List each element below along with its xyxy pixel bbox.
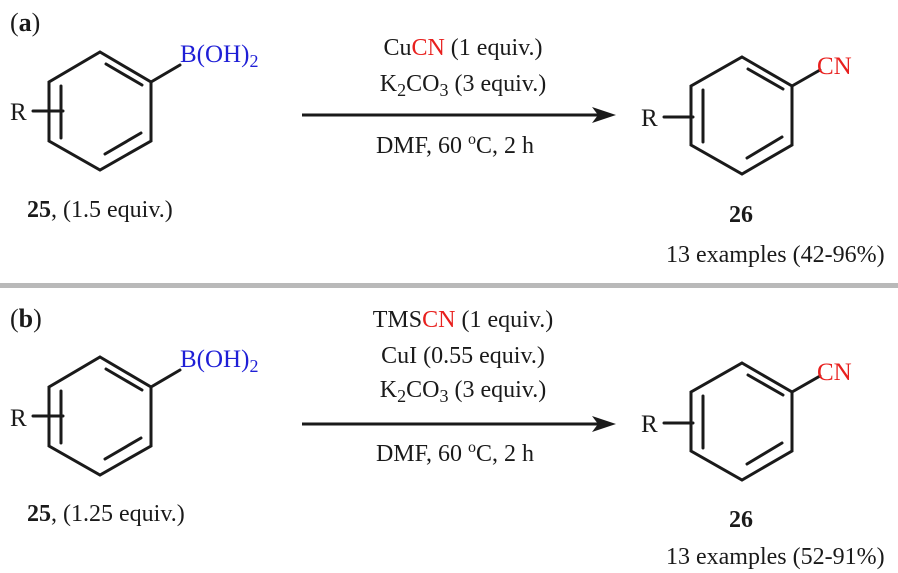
condition-line-a1: CuCN (1 equiv.) bbox=[383, 35, 543, 61]
reactant-ring-a bbox=[31, 50, 182, 172]
panel-label-b: (b) bbox=[10, 304, 42, 333]
yield-a: 13 examples (42-96%) bbox=[666, 242, 885, 268]
product-r-group-a: R bbox=[641, 105, 658, 132]
panel-divider bbox=[0, 283, 898, 288]
reaction-arrow-b bbox=[302, 416, 616, 432]
condition-line-b3: K2CO3 (3 equiv.) bbox=[379, 377, 547, 406]
product-ring-b bbox=[662, 361, 822, 482]
arrow-below-a: DMF, 60 oC, 2 h bbox=[375, 131, 535, 159]
reactant-id-a: 25, (1.5 equiv.) bbox=[27, 197, 173, 223]
product-r-group-b: R bbox=[641, 411, 658, 438]
arrow-below-b: DMF, 60 oC, 2 h bbox=[375, 439, 535, 467]
product-id-a: 26 bbox=[729, 202, 753, 228]
reactant-id-b: 25, (1.25 equiv.) bbox=[27, 501, 185, 527]
reactant-r-group-b: R bbox=[10, 405, 27, 432]
reactant-r-group-a: R bbox=[10, 99, 27, 126]
product-ring-a bbox=[662, 55, 822, 176]
reactant-ring-b bbox=[31, 355, 182, 477]
boronic-acid-label-a: B(OH)2 bbox=[180, 41, 259, 71]
boronic-acid-label-b: B(OH)2 bbox=[180, 346, 259, 376]
yield-b: 13 examples (52-91%) bbox=[666, 544, 885, 570]
condition-line-b1: TMSCN (1 equiv.) bbox=[372, 307, 554, 333]
nitrile-label-a: CN bbox=[817, 53, 852, 80]
panel-label-a: (a) bbox=[10, 8, 41, 37]
nitrile-label-b: CN bbox=[817, 359, 852, 386]
condition-line-b2: CuI (0.55 equiv.) bbox=[381, 343, 545, 369]
condition-line-a2: K2CO3 (3 equiv.) bbox=[379, 71, 547, 100]
product-id-b: 26 bbox=[729, 507, 753, 533]
reaction-arrow-a bbox=[302, 107, 616, 123]
